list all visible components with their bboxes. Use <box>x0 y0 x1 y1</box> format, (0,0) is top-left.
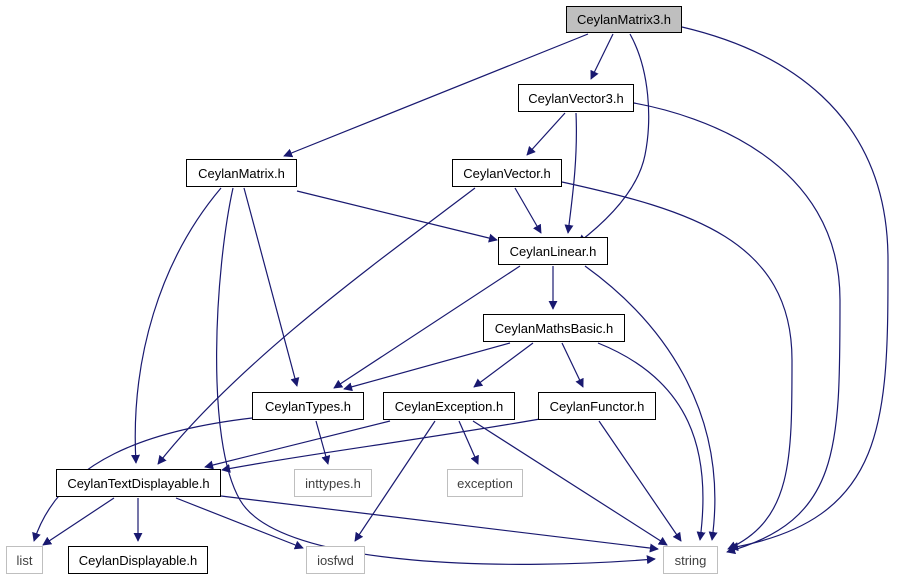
node-ceylan-exception[interactable]: CeylanException.h <box>383 392 515 420</box>
node-ceylan-functor[interactable]: CeylanFunctor.h <box>538 392 656 420</box>
edge-types-to-inttypes <box>315 420 331 465</box>
edge-mathsbasic-to-string <box>597 342 706 541</box>
node-label: CeylanFunctor.h <box>549 398 645 414</box>
edge-vector3-to-linear <box>564 112 577 234</box>
edge-types-to-list <box>32 417 253 542</box>
node-label: inttypes.h <box>305 475 361 491</box>
edge-mathsbasic-to-exception <box>473 342 534 388</box>
edge-matrix3-to-vector3 <box>590 33 614 80</box>
node-list: list <box>6 546 43 574</box>
edge-vector-to-linear <box>514 187 542 234</box>
node-label: iosfwd <box>317 552 354 568</box>
edge-matrix-to-string <box>216 187 656 565</box>
edge-matrix3-to-string <box>681 26 889 552</box>
edge-exception-to-textdisplayable <box>204 420 391 470</box>
edge-group <box>32 26 889 565</box>
edge-exception-to-iosfwd <box>354 420 436 542</box>
edge-vector-to-textdisplayable <box>157 187 476 465</box>
edge-linear-to-types <box>333 265 521 389</box>
node-std-exception: exception <box>447 469 523 497</box>
edge-matrix3-to-matrix <box>283 33 589 158</box>
edge-matrix-to-linear <box>296 190 498 243</box>
edge-matrix3-to-linear <box>577 33 650 244</box>
node-ceylan-text-displayable[interactable]: CeylanTextDisplayable.h <box>56 469 221 497</box>
node-label: CeylanMathsBasic.h <box>494 320 614 336</box>
edge-linear-to-string <box>584 265 718 541</box>
node-ceylan-displayable[interactable]: CeylanDisplayable.h <box>68 546 208 574</box>
node-ceylan-matrix3: CeylanMatrix3.h <box>566 6 682 33</box>
node-label: CeylanMatrix.h <box>198 165 285 181</box>
node-ceylan-vector3[interactable]: CeylanVector3.h <box>518 84 634 112</box>
node-label: CeylanDisplayable.h <box>78 552 198 568</box>
node-ceylan-linear[interactable]: CeylanLinear.h <box>498 237 608 265</box>
node-label: CeylanException.h <box>394 398 504 414</box>
edge-mathsbasic-to-functor <box>561 342 584 388</box>
node-label: CeylanMatrix3.h <box>577 12 671 27</box>
node-label: exception <box>457 475 513 491</box>
node-iosfwd: iosfwd <box>306 546 365 574</box>
node-label: CeylanTextDisplayable.h <box>67 475 210 491</box>
node-string: string <box>663 546 718 574</box>
node-ceylan-matrix[interactable]: CeylanMatrix.h <box>186 159 297 187</box>
node-label: string <box>674 552 707 568</box>
edge-vector3-to-string <box>633 102 841 555</box>
node-ceylan-maths-basic[interactable]: CeylanMathsBasic.h <box>483 314 625 342</box>
edge-matrix-to-types <box>243 187 300 387</box>
edge-exception-to-std-exception <box>458 420 479 465</box>
node-label: CeylanVector.h <box>463 165 551 181</box>
node-label: CeylanVector3.h <box>528 90 624 106</box>
edge-textdisplayable-to-string <box>220 495 659 553</box>
node-label: CeylanLinear.h <box>509 243 597 259</box>
edge-functor-to-string <box>598 420 682 542</box>
node-ceylan-vector[interactable]: CeylanVector.h <box>452 159 562 187</box>
edge-functor-to-textdisplayable <box>221 418 541 473</box>
edge-vector3-to-vector <box>526 112 566 156</box>
node-label: CeylanTypes.h <box>265 398 351 414</box>
edge-textdisplayable-to-list <box>42 497 115 546</box>
edge-mathsbasic-to-types <box>343 342 511 392</box>
node-inttypes: inttypes.h <box>294 469 372 497</box>
node-label: list <box>16 552 33 568</box>
edge-exception-to-string <box>472 420 668 546</box>
edge-vector-to-string <box>561 181 793 550</box>
edge-matrix-to-textdisplayable <box>131 187 222 464</box>
node-ceylan-types[interactable]: CeylanTypes.h <box>252 392 364 420</box>
edge-textdisplayable-to-iosfwd <box>175 497 304 550</box>
